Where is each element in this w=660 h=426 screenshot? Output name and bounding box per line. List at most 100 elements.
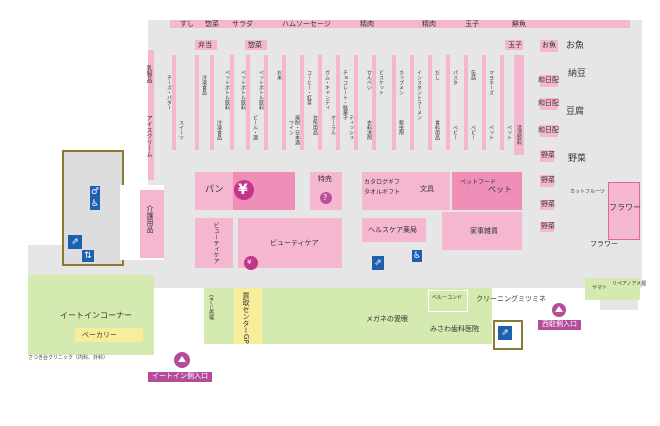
aisle-label-pet-drink-1: ペットボトル飲料 xyxy=(224,70,230,110)
top-wall-label-2: 惣菜 xyxy=(205,20,219,28)
aisle-label-senbei: せんべい xyxy=(366,70,372,90)
aisle-label-frozen-1: 冷凍食品 xyxy=(201,75,207,95)
aisle-shelf xyxy=(372,55,376,150)
right-shelf xyxy=(540,75,558,87)
aisle-shelf xyxy=(336,55,340,150)
right-label-8: 野菜 xyxy=(541,151,555,159)
belle-label: ベルーコンド xyxy=(432,295,463,301)
healthcare-label: ヘルスケア薬局 xyxy=(368,226,417,234)
top-wall-shelf xyxy=(170,20,630,28)
belle-block xyxy=(428,290,468,312)
aisle-label-baby: ベビー xyxy=(452,125,458,140)
shop-b-label: リペアノアメ屋 xyxy=(612,281,647,287)
top-wall-label-8: 鮮魚 xyxy=(512,20,526,28)
yen-icon xyxy=(244,256,258,270)
yen-label-2: ¥ xyxy=(247,258,252,266)
east-entrance-label[interactable]: 西駐側入口 xyxy=(538,320,581,330)
pet-label: ペット xyxy=(488,185,512,194)
right-shelf xyxy=(540,40,558,52)
souzai-label: 惣菜 xyxy=(248,41,262,49)
escalator-icon: ⇗ xyxy=(498,326,512,340)
glasses-label: メガネの愛眼 xyxy=(366,315,408,323)
bakery-block xyxy=(75,328,143,342)
right-label-12: 野菜 xyxy=(541,222,555,230)
right-label-1: お魚 xyxy=(542,41,556,49)
towel-label: タオルギフト xyxy=(364,189,401,196)
dairy-label: 乳製品 xyxy=(145,65,152,83)
nursing-block xyxy=(140,190,164,258)
right-label-11: 野菜 xyxy=(541,200,555,208)
aisle-label-tissue: ティッシュ xyxy=(348,115,354,140)
top-wall-label-1: すし xyxy=(180,20,194,28)
flower-label-2: フラワー xyxy=(590,240,618,248)
right-label-3: 納豆 xyxy=(568,69,587,79)
yen-label: ¥ xyxy=(238,182,248,198)
right-shelf xyxy=(540,125,558,137)
stationery-block xyxy=(402,172,450,210)
right-shelf xyxy=(540,200,554,210)
aisle-label-sweets: スイーツ xyxy=(178,120,184,140)
flower-label: フラワー xyxy=(609,203,641,212)
aisle-label-rice: お米 xyxy=(276,70,282,80)
aisle-label-choco: チョコレート・駄菓子 xyxy=(342,70,348,120)
aisle-label-shochu: 焼酎・日本酒 xyxy=(294,115,300,145)
aisle-shelf xyxy=(172,55,176,150)
egg-block xyxy=(505,40,523,50)
top-wall-label-5: 精肉 xyxy=(360,20,374,28)
aisle-shelf xyxy=(300,55,304,150)
west-entrance-label[interactable]: イートイン側入口 xyxy=(148,372,212,382)
catalog-label: カタログギフト xyxy=(364,179,407,186)
clinic-label: さつき台クリニック（内科、外科） xyxy=(28,355,109,361)
aisle-label-mayo: マヨネーズ xyxy=(488,70,494,95)
household-label: 家事雑貨 xyxy=(470,227,498,235)
eat-in-label: イートインコーナー xyxy=(60,311,132,320)
entrance-arrow-icon xyxy=(555,306,563,312)
aisle-label-beer: ビール・酒 xyxy=(252,115,258,140)
pet-block xyxy=(452,172,522,210)
toilet-icon: ♂ xyxy=(90,186,100,198)
yen-icon xyxy=(234,180,254,200)
aisle-shelf xyxy=(282,55,286,150)
aisle-shelf xyxy=(354,55,358,150)
aisle-shelf xyxy=(482,55,486,150)
right-shelf xyxy=(540,222,554,232)
aisle-label-pet-drink-3: ペットボトル飲料 xyxy=(258,70,264,110)
aisle-shelf xyxy=(195,55,199,150)
aisle-shelf xyxy=(464,55,468,150)
aisle-label-dashi: だし xyxy=(434,70,440,80)
top-wall-label-7: 玉子 xyxy=(465,20,479,28)
right-shelf xyxy=(540,150,554,162)
right-shelf xyxy=(540,98,558,110)
bread-block xyxy=(195,172,233,210)
aisle-label-soft-drink: 清涼飲料 xyxy=(516,125,522,145)
aisle-shelf xyxy=(230,55,234,150)
soft-drink-shelf xyxy=(514,55,524,155)
aisle-label-laundry: 衣料洗剤 xyxy=(366,120,372,140)
right-label-2: お魚 xyxy=(566,41,585,51)
sale-label: 特売 xyxy=(318,175,332,183)
top-wall-label-3: サラダ xyxy=(232,20,253,28)
aisle-label-cupmen: カップメン xyxy=(398,70,404,95)
aisle-label-cheese: チーズ・バター xyxy=(166,75,172,110)
bento-block xyxy=(195,40,217,50)
aisle-label-pasta: パスタ xyxy=(452,70,458,85)
aisle-shelf xyxy=(318,55,322,150)
aisle-label-kitchen: 台所用品 xyxy=(312,115,318,135)
dairy-wall-shelf xyxy=(148,50,154,180)
aisle-label-oral: オーラル xyxy=(330,115,336,135)
beauty-v-block xyxy=(195,218,233,268)
buying-label: 買取センターGP xyxy=(242,292,250,344)
aisle-shelf xyxy=(500,55,504,150)
aisle-label-frozen-2: 冷凍食品 xyxy=(216,120,222,140)
gift-block xyxy=(362,172,402,210)
aisle-label-pet-drink-2: ペットボトル飲料 xyxy=(240,70,246,110)
beauty-label: ビューティケア xyxy=(270,239,319,247)
dental-label: みさわ歯科医院 xyxy=(430,325,479,333)
aisle-label-gum: ガム・キャンディ xyxy=(324,70,330,110)
aisle-label-coffee: コーヒー・紅茶 xyxy=(306,70,312,105)
right-label-13: カットフルーツ xyxy=(570,189,605,195)
beauty-v-label: ビューティケア xyxy=(212,222,219,264)
aisle-label-instant: インスタントラーメン xyxy=(416,70,422,120)
egg-label: 玉子 xyxy=(508,41,522,49)
